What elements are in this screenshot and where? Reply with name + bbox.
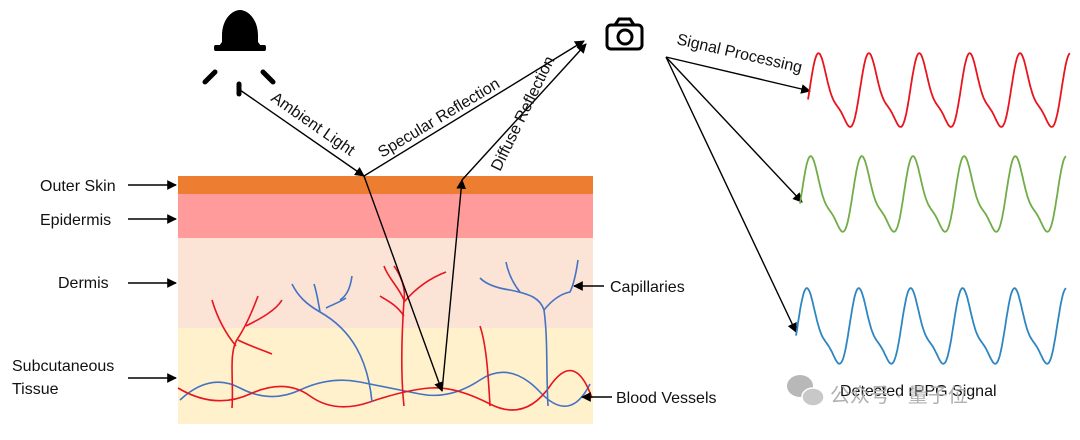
outer-skin-layer: [178, 176, 593, 194]
subcutaneous-layer: [178, 328, 593, 424]
diffuse-reflection-ray: [461, 43, 587, 181]
blood-vessel-blue: [179, 371, 591, 408]
blue-capillaries: [291, 259, 579, 407]
label-arrows: [128, 180, 612, 402]
detected-signal-label: Detected rPPG Signal: [840, 383, 997, 400]
subcutaneous-label-line2: Tissue: [12, 381, 59, 398]
camera-icon: [605, 17, 644, 51]
rppg-signal-green: [799, 155, 1067, 233]
signal-blue-line: [795, 287, 1067, 365]
blood-vessels-label: Blood Vessels: [616, 390, 717, 407]
watermark-text: 公众号 · 量子位: [830, 384, 968, 407]
rppg-signal-red: [807, 52, 1071, 128]
bell-lamp-icon: [202, 10, 276, 97]
dermis-label: Dermis: [58, 275, 109, 292]
signal-red-line: [807, 52, 1071, 128]
diffuse-reflection-label: Diffuse Reflection: [488, 54, 558, 174]
red-capillaries: [211, 265, 491, 409]
ambient-light-label: Ambient Light: [268, 89, 358, 159]
diffuse-return-ray: [441, 179, 467, 392]
specular-reflection-label: Specular Reflection: [375, 75, 503, 161]
capillaries-label: Capillaries: [610, 279, 685, 296]
signal-processing-arrow-green: [665, 56, 803, 203]
signal-processing-label: Signal Processing: [675, 31, 804, 76]
dermis-layer: [178, 238, 593, 328]
epidermis-layer: [178, 193, 593, 238]
penetration-ray: [363, 175, 444, 392]
signal-processing-arrow-blue: [665, 56, 797, 333]
outer-skin-label: Outer Skin: [40, 178, 116, 195]
rppg-signal-blue: [795, 287, 1067, 365]
epidermis-label: Epidermis: [40, 212, 111, 229]
specular-reflection-ray: [363, 40, 585, 177]
wechat-icon: [787, 375, 825, 407]
subcutaneous-label-line1: Subcutaneous: [12, 358, 114, 375]
signal-processing-arrow-red: [665, 56, 811, 94]
signal-green-line: [799, 155, 1067, 233]
ambient-light-ray: [239, 89, 365, 177]
light-paths: [239, 40, 811, 392]
